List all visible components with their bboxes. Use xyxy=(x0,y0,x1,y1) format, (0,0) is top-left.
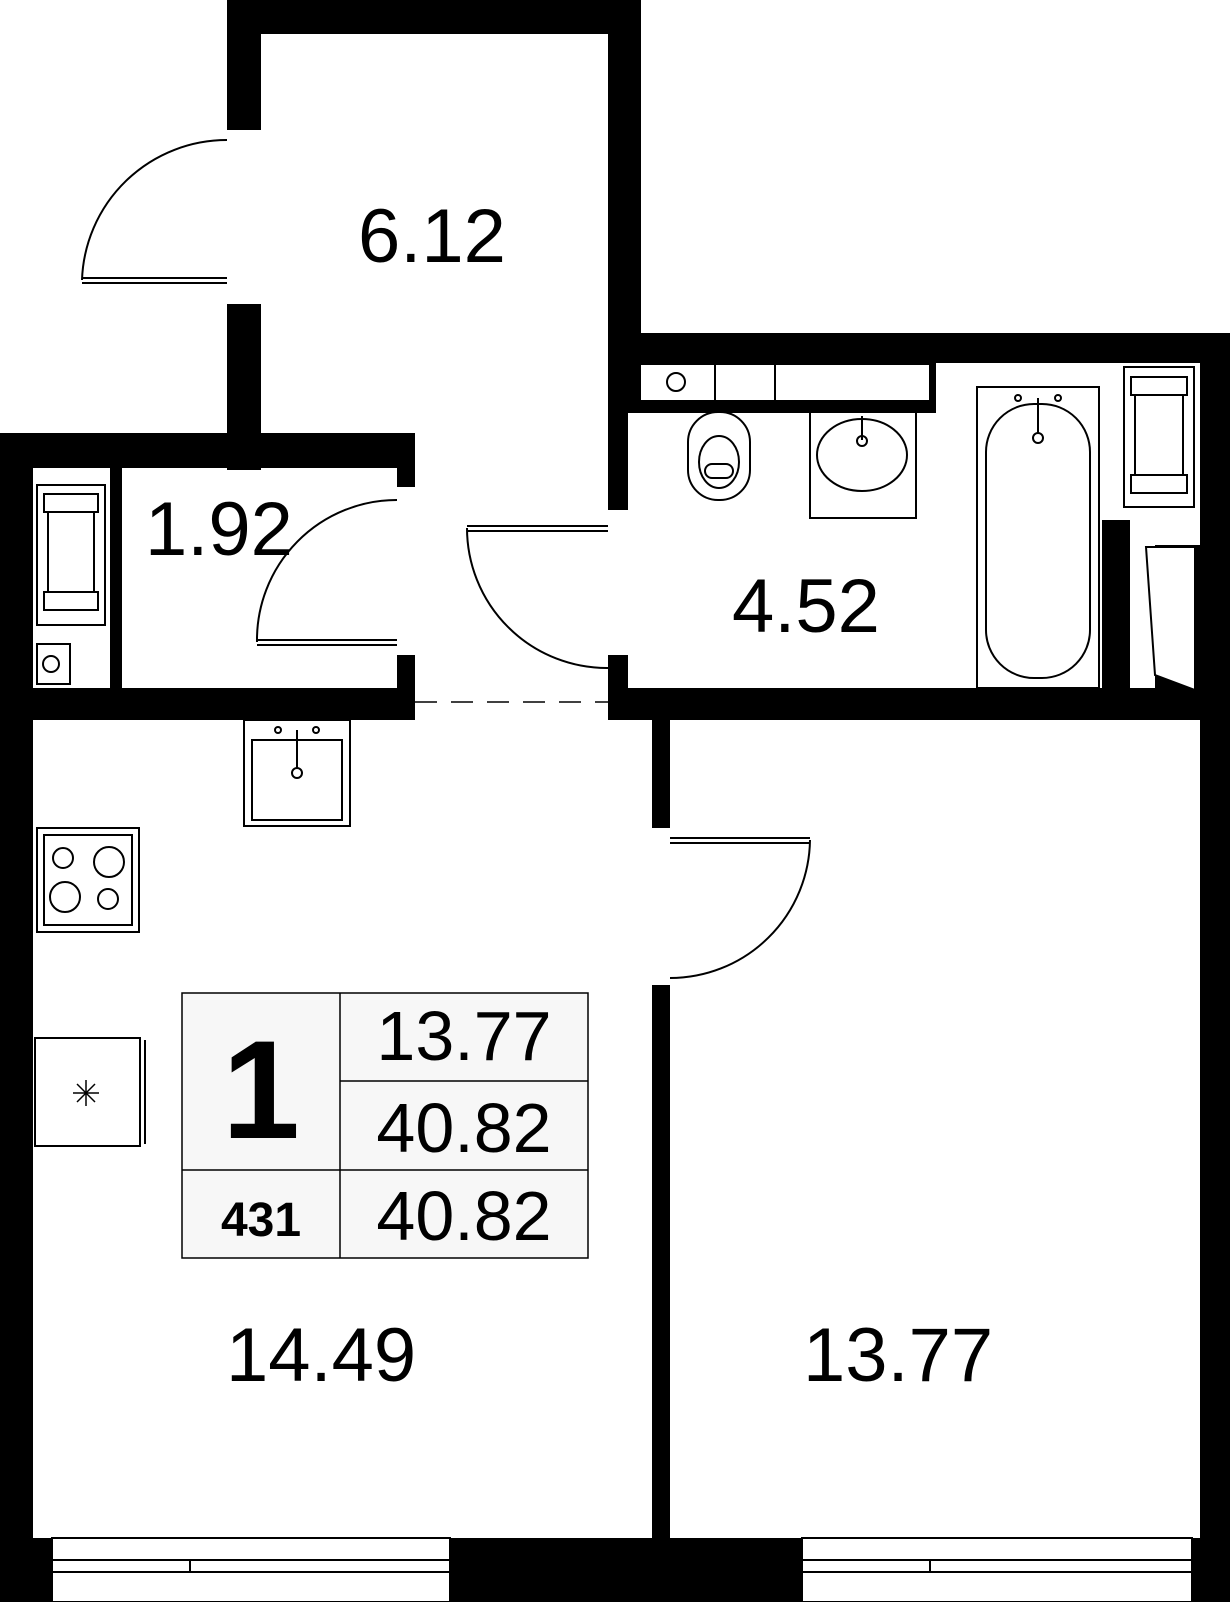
window-bedroom xyxy=(801,1537,1193,1602)
bathtub-icon xyxy=(976,386,1100,689)
drain-icon xyxy=(666,372,686,392)
toilet-icon xyxy=(687,411,751,501)
boiler-bath xyxy=(1123,366,1195,508)
kitchen-sink-icon xyxy=(243,719,351,827)
total-area-2: 40.82 xyxy=(376,1177,551,1255)
window-kitchen xyxy=(51,1537,451,1602)
bathroom-sink-icon xyxy=(809,411,917,519)
shaft xyxy=(1144,546,1196,692)
bedroom-door xyxy=(669,837,811,979)
rooms-count: 1 xyxy=(222,1011,300,1168)
storage-door xyxy=(255,499,398,646)
area-bathroom: 4.52 xyxy=(732,564,880,649)
fridge-icon xyxy=(34,1037,146,1147)
apartment-number: 431 xyxy=(221,1194,301,1247)
bathroom-door xyxy=(466,525,609,670)
washing-machine-storage xyxy=(36,484,106,685)
total-area: 40.82 xyxy=(376,1089,551,1167)
area-bedroom: 13.77 xyxy=(803,1313,993,1398)
living-area: 13.77 xyxy=(376,997,551,1075)
stove-icon xyxy=(36,827,140,933)
area-storage: 1.92 xyxy=(145,487,293,572)
entrance-door xyxy=(81,139,228,284)
area-kitchen-living: 14.49 xyxy=(226,1313,416,1398)
bath-counter xyxy=(639,363,931,402)
info-table: 1 13.77 40.82 431 40.82 xyxy=(181,992,589,1259)
area-hallway: 6.12 xyxy=(358,194,506,279)
